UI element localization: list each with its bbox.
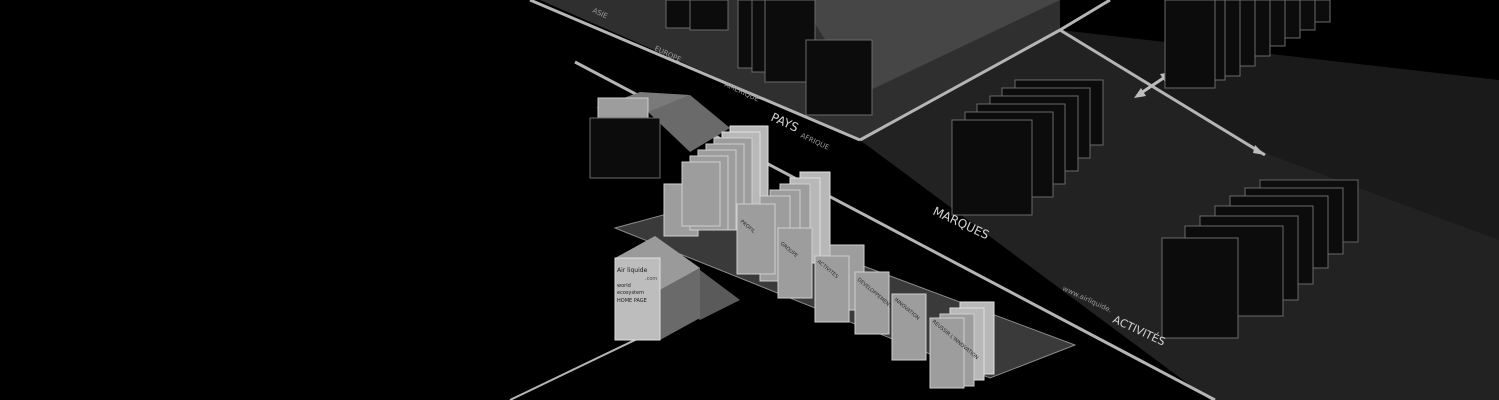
top-rail bbox=[1059, 0, 1111, 32]
groupe-card[interactable] bbox=[777, 227, 813, 299]
activites-card[interactable] bbox=[814, 255, 850, 323]
upper-cube-side bbox=[648, 95, 730, 152]
region-card[interactable] bbox=[805, 39, 873, 116]
profil-card[interactable] bbox=[736, 203, 776, 275]
home-cube-side bbox=[660, 268, 700, 340]
region-cards bbox=[665, 0, 873, 116]
home-line4: HOME PAGE bbox=[617, 298, 647, 304]
home-line1: Air liquide bbox=[617, 267, 648, 274]
activites-cards bbox=[1161, 179, 1359, 339]
home-line2: world bbox=[617, 283, 631, 289]
developpement-card[interactable] bbox=[854, 271, 890, 335]
activity-card[interactable] bbox=[1161, 237, 1239, 339]
home-card[interactable] bbox=[614, 257, 661, 341]
home-line1b: .com bbox=[645, 276, 657, 282]
activites-rail bbox=[1059, 28, 1266, 157]
stack-card[interactable] bbox=[681, 161, 721, 227]
double-arrow-head-a bbox=[1134, 88, 1146, 98]
pays-rail bbox=[529, 0, 861, 142]
home-line3: ecosystem bbox=[617, 290, 644, 296]
top-right-cards bbox=[1164, 0, 1331, 89]
marques-rail bbox=[859, 28, 1061, 142]
reussir-card[interactable] bbox=[929, 317, 965, 389]
brand-card[interactable] bbox=[951, 119, 1033, 216]
innovation-card[interactable] bbox=[891, 293, 927, 361]
top-card[interactable] bbox=[1164, 0, 1216, 89]
region-card[interactable] bbox=[689, 0, 729, 31]
arrow-head bbox=[1253, 145, 1265, 155]
marques-cards bbox=[951, 79, 1104, 216]
upper-dark-card[interactable] bbox=[589, 117, 661, 179]
region-label-afrique: AFRIQUE bbox=[799, 132, 830, 152]
